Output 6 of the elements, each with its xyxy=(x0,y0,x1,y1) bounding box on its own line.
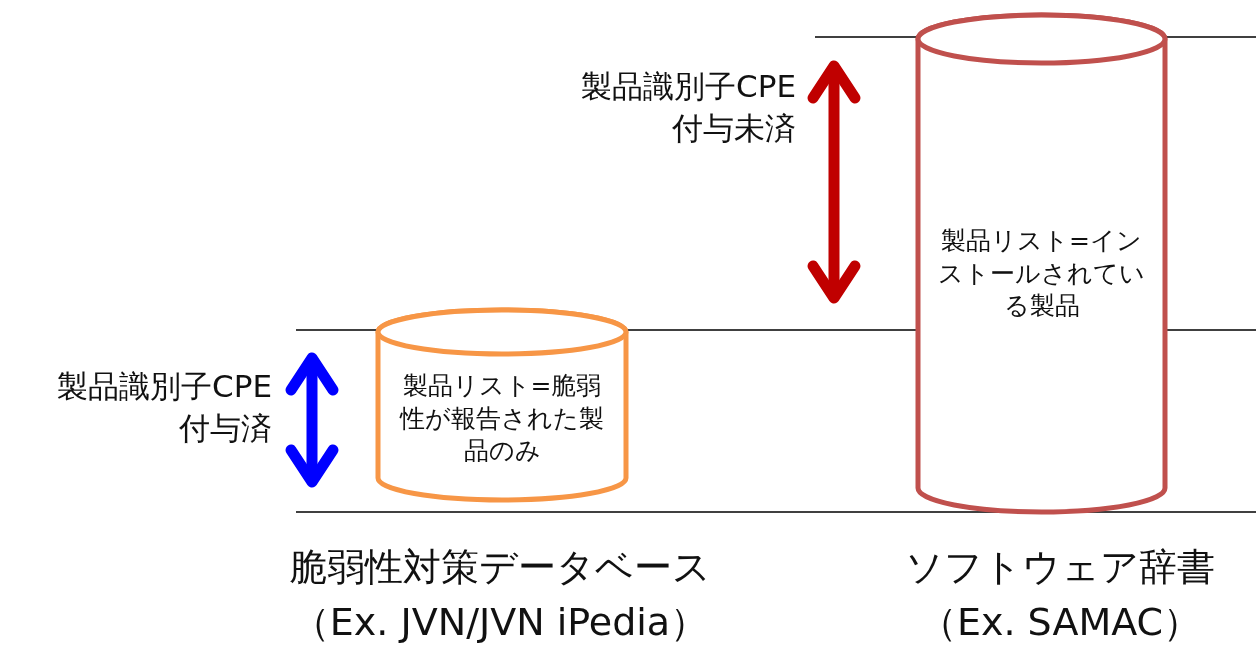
range-label: 製品識別子CPE付与未済 xyxy=(580,67,796,148)
database-caption: ソフトウェア辞書（Ex. SAMAC） xyxy=(904,544,1216,647)
cylinder-label: 製品リスト=脆弱性が報告された製品のみ xyxy=(398,370,605,467)
database-caption: 脆弱性対策データベース（Ex. JVN/JVN iPedia） xyxy=(288,544,712,647)
range-label: 製品識別子CPE付与済 xyxy=(56,367,272,448)
cylinder-label: 製品リスト=インストールされている製品 xyxy=(938,225,1145,322)
